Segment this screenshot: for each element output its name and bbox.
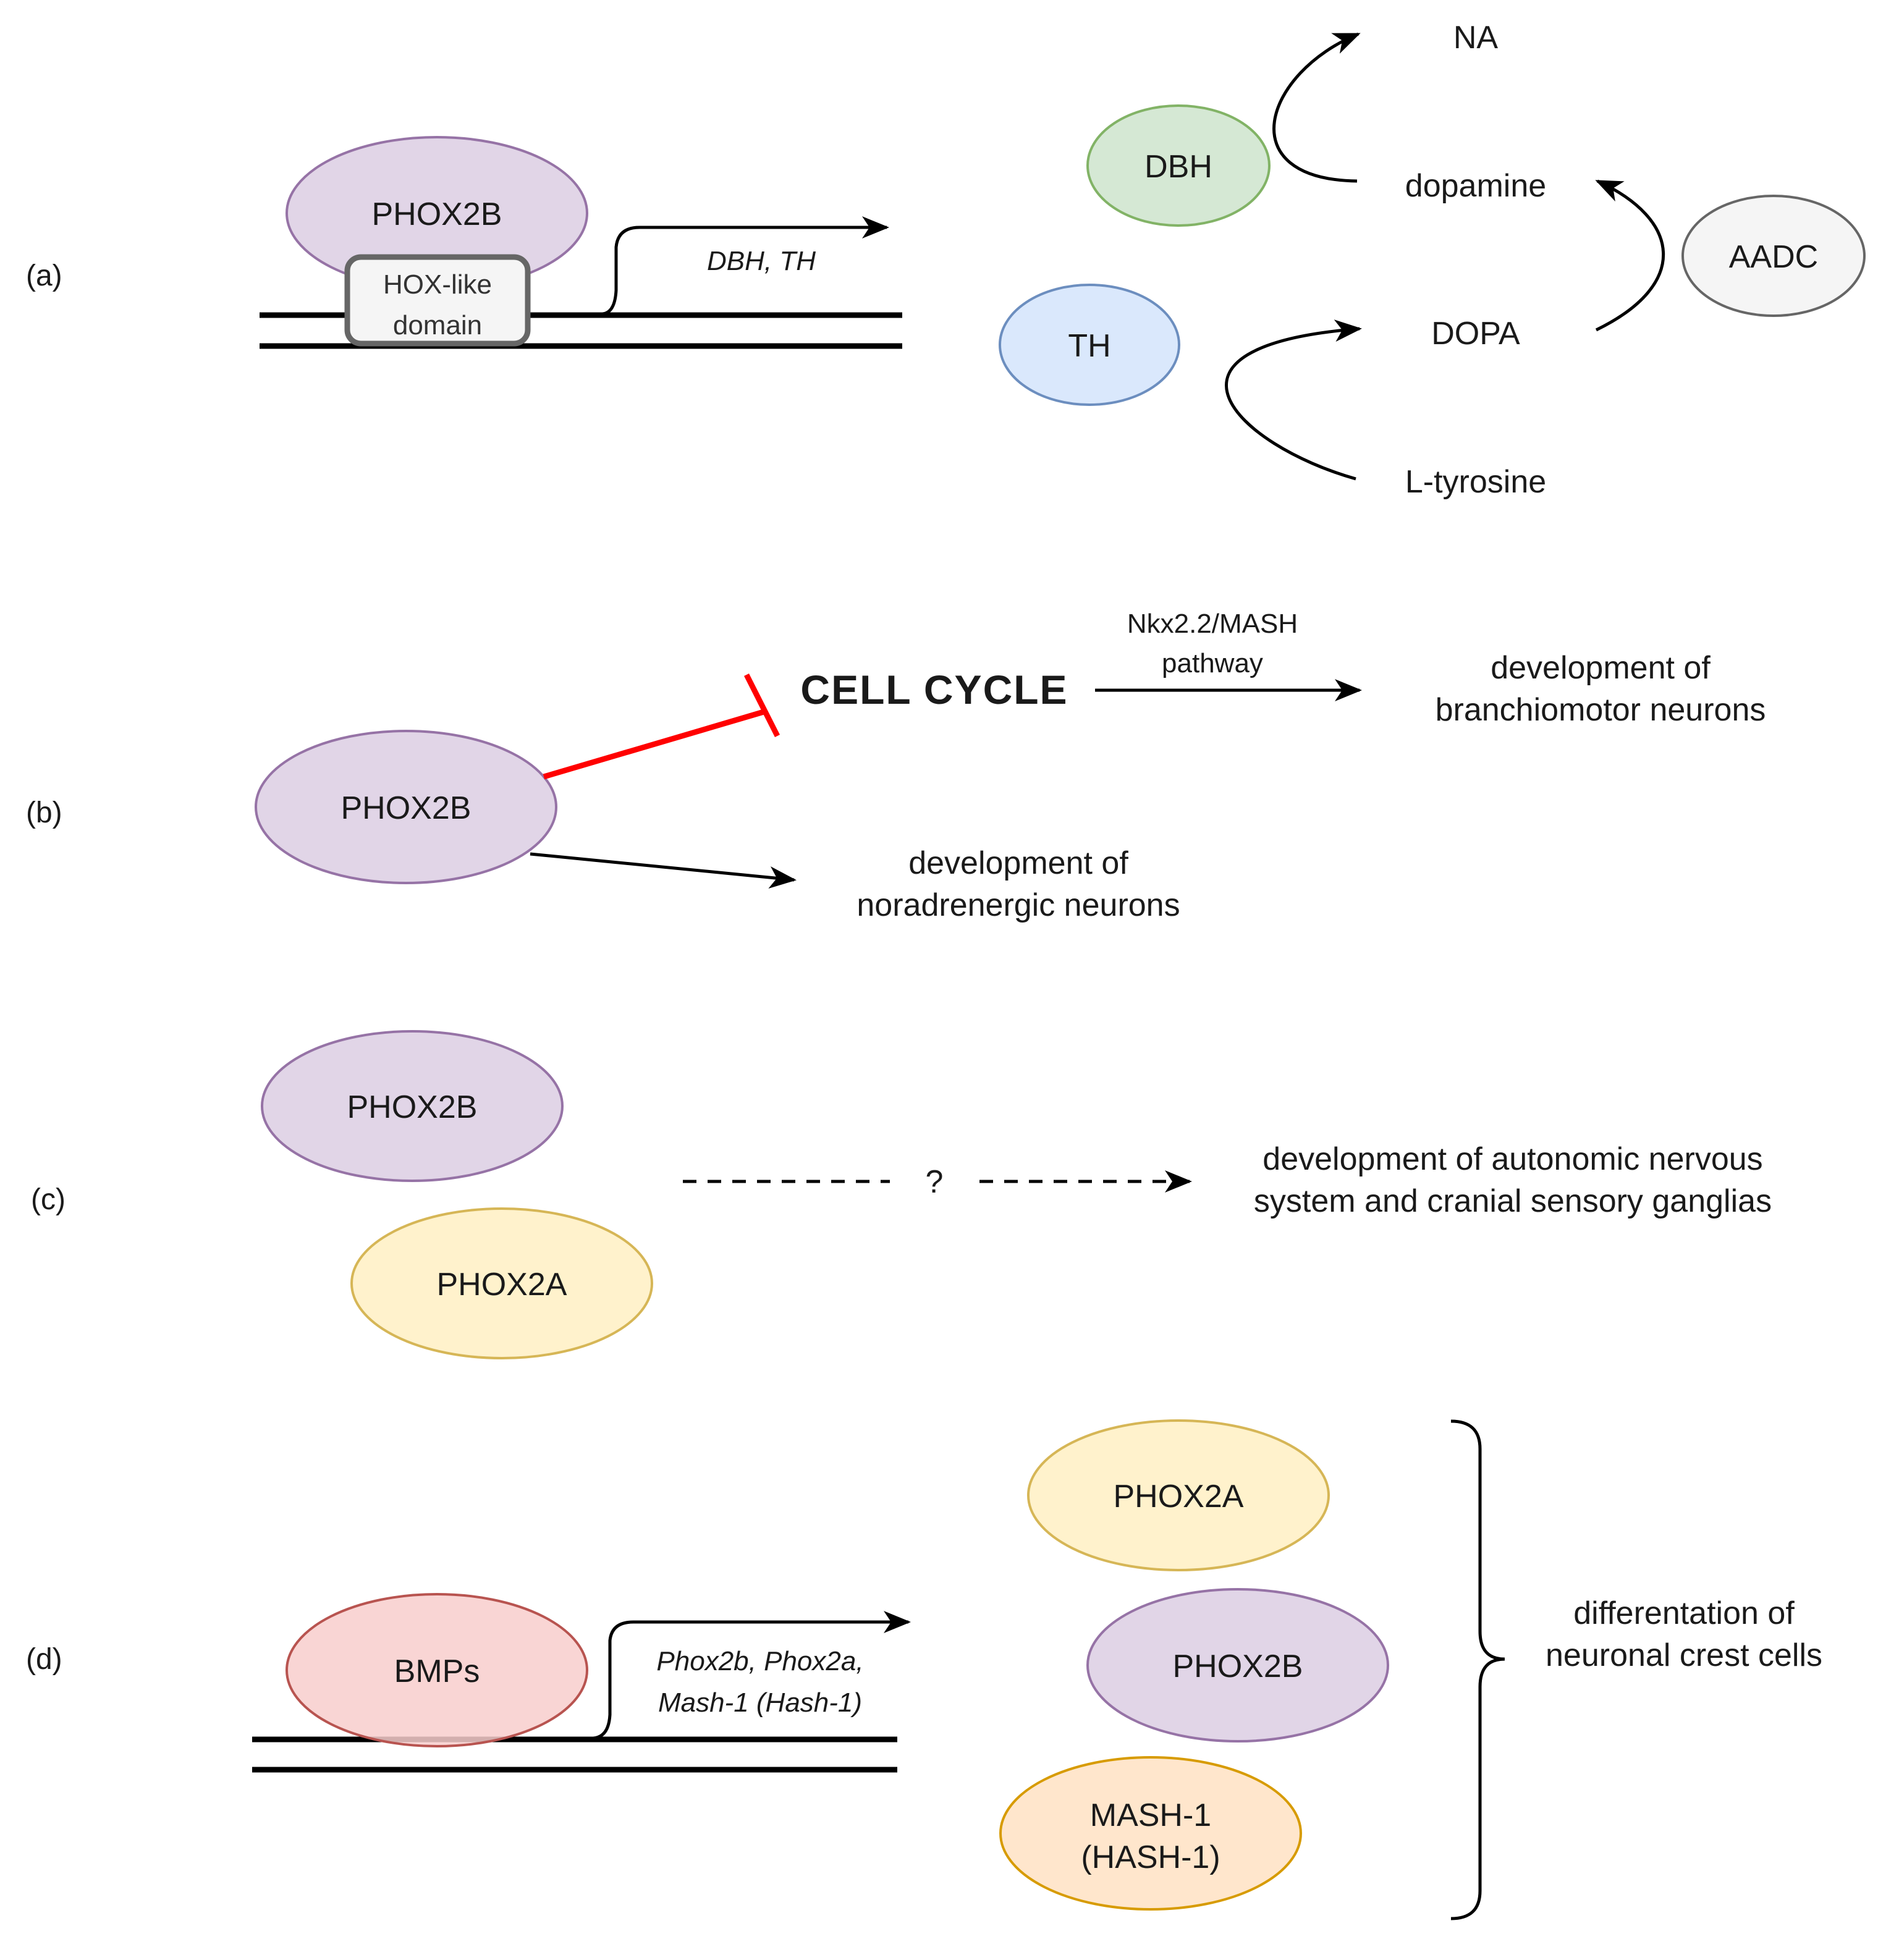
gene-label-line1: Phox2b, Phox2a, <box>656 1646 863 1676</box>
transcription-arrow <box>602 216 889 316</box>
arrow-dopamine-to-na <box>1272 32 1361 183</box>
arrow-dopa-to-dopamine <box>1595 179 1665 332</box>
pathway-label-line2: pathway <box>1162 648 1263 678</box>
panel-d: (d) BMPs Phox2b, Phox2a, Mash-1 (Hash-1)… <box>26 1419 1822 1920</box>
metabolite-dopamine: dopamine <box>1405 168 1546 204</box>
unknown-mechanism-label: ? <box>926 1164 944 1200</box>
noradrenergic-arrow <box>530 852 797 889</box>
transcription-arrow <box>593 1611 911 1740</box>
inhibition-line <box>543 709 765 780</box>
panel-a-label: (a) <box>26 260 62 292</box>
differentiation-label-line1: differentation of <box>1573 1595 1795 1631</box>
noradrenergic-label-line1: development of <box>908 845 1128 881</box>
metabolite-dopa: DOPA <box>1431 316 1520 352</box>
metabolite-l-tyrosine: L-tyrosine <box>1405 464 1546 500</box>
inhibition-bar <box>743 673 780 738</box>
aadc-oval <box>1681 195 1866 317</box>
phox2a-label: PHOX2A <box>437 1267 567 1303</box>
panel-c: (c) PHOX2B PHOX2A ? development of auton… <box>31 1030 1772 1359</box>
branchiomotor-label-line1: development of <box>1491 650 1711 686</box>
phox2a-oval <box>1027 1419 1330 1571</box>
dbh-oval <box>1086 104 1271 227</box>
phox2b-label: PHOX2B <box>347 1089 478 1125</box>
panel-b-label: (b) <box>26 796 62 829</box>
panel-c-label: (c) <box>31 1183 66 1216</box>
gene-label-line2: Mash-1 (Hash-1) <box>658 1688 862 1718</box>
grouping-brace <box>1450 1419 1505 1920</box>
phox2b-oval <box>1086 1588 1389 1742</box>
th-oval <box>999 284 1180 406</box>
phox2a-label: PHOX2A <box>1114 1479 1244 1514</box>
mash-1-oval <box>999 1756 1302 1911</box>
mash-1-label-line2: (HASH-1) <box>1081 1840 1220 1875</box>
hox-like-label-line1: HOX-like <box>383 269 492 300</box>
th-label: TH <box>1068 328 1110 364</box>
phox2b-oval <box>261 1030 564 1182</box>
phox2b-label: PHOX2B <box>372 196 502 232</box>
phox2b-label: PHOX2B <box>341 790 472 826</box>
panel-b: (b) PHOX2B CELL CYCLE Nkx2.2/MASH pathwa… <box>26 609 1766 923</box>
metabolite-na: NA <box>1453 20 1499 56</box>
noradrenergic-label-line2: noradrenergic neurons <box>856 887 1180 923</box>
branchiomotor-label-line2: branchiomotor neurons <box>1436 692 1766 728</box>
phox2b-label: PHOX2B <box>1173 1649 1303 1684</box>
bmps-label: BMPs <box>394 1654 480 1689</box>
phox2b-oval <box>255 730 557 884</box>
autonomic-label-line1: development of autonomic nervous <box>1262 1141 1762 1177</box>
mash-1-label-line1: MASH-1 <box>1090 1797 1211 1833</box>
autonomic-label-line2: system and cranial sensory ganglias <box>1254 1183 1772 1219</box>
gene-label-dbh-th: DBH, TH <box>707 246 816 276</box>
panel-a: (a) PHOX2B HOX-like domain DBH, TH DBH T… <box>26 20 1866 500</box>
dbh-label: DBH <box>1144 149 1212 185</box>
differentiation-label-line2: neuronal crest cells <box>1546 1637 1822 1673</box>
cell-cycle-label: CELL CYCLE <box>800 667 1068 712</box>
pathway-label-line1: Nkx2.2/MASH <box>1127 609 1298 639</box>
arrow-ltyrosine-to-dopa <box>1225 319 1362 481</box>
aadc-label: AADC <box>1729 239 1818 275</box>
panel-d-label: (d) <box>26 1643 62 1676</box>
hox-like-domain-box <box>344 254 531 347</box>
hox-like-label-line2: domain <box>393 310 482 340</box>
phox2a-oval <box>350 1207 653 1359</box>
bmps-oval <box>285 1593 588 1747</box>
